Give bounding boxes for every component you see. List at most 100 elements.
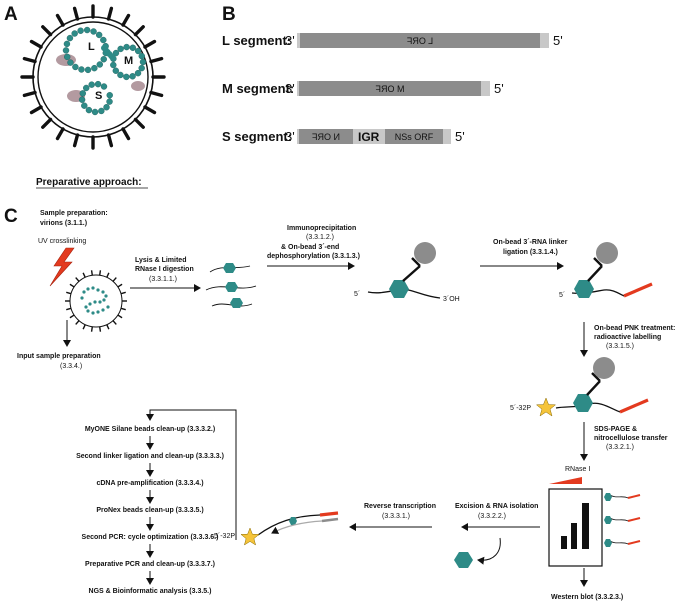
pnk-label-2: radioactive labelling bbox=[594, 334, 661, 341]
pipeline-step: cDNA pre-amplification (3.3.3.4.) bbox=[96, 480, 203, 487]
small-bead bbox=[91, 286, 95, 290]
gel-panel: RNase I bbox=[548, 466, 641, 567]
rnp-bead bbox=[67, 59, 74, 66]
panel-label-a: A bbox=[4, 4, 18, 25]
rnp-bead bbox=[84, 66, 92, 74]
rnp-bead bbox=[90, 28, 97, 35]
linker-five-prime: 5´ bbox=[559, 292, 565, 299]
rnp-bead bbox=[83, 26, 91, 34]
rnp-bead bbox=[110, 61, 117, 69]
spike bbox=[106, 6, 114, 21]
spike bbox=[22, 56, 37, 64]
l-orf-label: L ORF bbox=[406, 36, 433, 46]
small-bead bbox=[102, 298, 106, 302]
rnp-bead bbox=[112, 49, 120, 57]
released-protein-hexagon bbox=[454, 552, 473, 568]
gel-side-complexes bbox=[604, 493, 641, 547]
uv-crosslinking-label: UV crosslinking bbox=[38, 238, 86, 245]
rnp-bead bbox=[96, 61, 103, 68]
labelled-linker-red bbox=[619, 398, 649, 414]
m-segment-row: M segment: 3' M ORF 5' bbox=[222, 81, 504, 96]
small-virion-diagram bbox=[65, 270, 127, 332]
rnp-bead bbox=[78, 66, 85, 73]
linker-antibody bbox=[587, 257, 603, 282]
small-spike bbox=[66, 291, 72, 295]
pipeline-step: NGS & Bioinformatic analysis (3.3.5.) bbox=[89, 588, 212, 595]
fragment-protein-3 bbox=[230, 298, 243, 308]
small-spike bbox=[120, 291, 126, 295]
rnp-bead bbox=[78, 96, 86, 103]
panel-label-c: C bbox=[4, 206, 18, 227]
gel-band-3 bbox=[582, 503, 589, 549]
small-bead bbox=[98, 300, 102, 304]
rnp-bead bbox=[129, 73, 136, 80]
spike bbox=[121, 127, 131, 141]
sds-label-1: SDS-PAGE & bbox=[594, 426, 637, 433]
small-spike bbox=[106, 272, 110, 278]
ip-five-prime: 5´ bbox=[354, 291, 360, 298]
small-bead bbox=[93, 300, 97, 304]
spike bbox=[72, 133, 80, 148]
linker-complex: 5´ bbox=[559, 242, 653, 299]
small-bead bbox=[101, 290, 105, 294]
small-spike bbox=[69, 314, 75, 319]
rnp-bead bbox=[88, 81, 95, 88]
small-virion-beads bbox=[80, 286, 110, 315]
nss-orf-bar bbox=[385, 129, 443, 144]
small-spike bbox=[99, 326, 102, 332]
small-bead bbox=[91, 311, 95, 315]
small-bead bbox=[106, 305, 110, 309]
rnp-bead bbox=[106, 98, 113, 105]
small-spike bbox=[90, 270, 93, 276]
pnk-label-3: (3.3.1.5.) bbox=[606, 343, 634, 350]
rnp-bead bbox=[66, 34, 74, 42]
ip-label-4: dephosphorylation (3.3.1.3.) bbox=[267, 253, 360, 260]
pipeline-step: MyONE Silane beads clean-up (3.3.3.2.) bbox=[85, 426, 215, 433]
labelled-complex: 5´-32P bbox=[510, 357, 649, 417]
labelled-bead bbox=[593, 357, 615, 379]
small-spike bbox=[66, 307, 72, 311]
linker-label-2: ligation (3.3.1.4.) bbox=[503, 249, 558, 256]
ip-complex: 5´ 3´OH bbox=[354, 242, 460, 303]
labelled-p32: 5´-32P bbox=[510, 405, 531, 412]
cdna-rt-primer bbox=[321, 517, 339, 523]
sample-prep-label-2: virions (3.1.1.) bbox=[40, 220, 87, 227]
l-segment-label: L segment: bbox=[222, 33, 291, 48]
cdna-linker-red bbox=[319, 511, 339, 517]
sds-label-2: nitrocellulose transfer bbox=[594, 435, 668, 442]
virion-label-s: S bbox=[95, 90, 102, 102]
rnp-bead bbox=[103, 104, 110, 111]
rnp-bead bbox=[106, 92, 113, 99]
rnp-bead bbox=[81, 102, 88, 109]
m-orf-bar bbox=[299, 81, 481, 96]
rnp-bead bbox=[117, 45, 124, 53]
library-prep-pipeline: MyONE Silane beads clean-up (3.3.3.2.) Se… bbox=[76, 426, 224, 595]
virion-label-l: L bbox=[88, 41, 95, 53]
sds-label-3: (3.3.2.1.) bbox=[606, 444, 634, 451]
nss-orf-label: NSs ORF bbox=[395, 132, 434, 142]
pipeline-step: Preparative PCR and clean-up (3.3.3.7.) bbox=[85, 561, 215, 568]
small-bead bbox=[82, 290, 86, 294]
ip-three-oh: 3´OH bbox=[443, 296, 460, 303]
small-spike bbox=[112, 320, 117, 325]
gel-band-1 bbox=[561, 536, 567, 549]
pnk-label-1: On-bead PNK treatment: bbox=[594, 325, 675, 332]
small-spike bbox=[99, 270, 102, 276]
linker-bead bbox=[596, 242, 618, 264]
rnase-gradient-wedge bbox=[549, 477, 582, 484]
rnp-bead bbox=[83, 84, 90, 92]
rnp-bead bbox=[100, 83, 108, 90]
rnp-bead bbox=[77, 27, 84, 34]
labelled-antibody bbox=[586, 372, 601, 396]
rnase-label: RNase I bbox=[565, 466, 590, 473]
n-orf-bar bbox=[299, 129, 353, 144]
virion-diagram: L M S bbox=[20, 4, 166, 150]
ip-bead bbox=[414, 242, 436, 264]
rnp-bead bbox=[95, 31, 103, 39]
rnp-bead bbox=[129, 44, 137, 51]
western-label: Western blot (3.3.2.3.) bbox=[551, 594, 623, 601]
rt-label-2: (3.3.3.1.) bbox=[382, 513, 410, 520]
pipeline-step: Second PCR: cycle optimization (3.3.3.6.… bbox=[82, 534, 219, 541]
spike bbox=[55, 13, 65, 27]
spike bbox=[149, 56, 164, 64]
